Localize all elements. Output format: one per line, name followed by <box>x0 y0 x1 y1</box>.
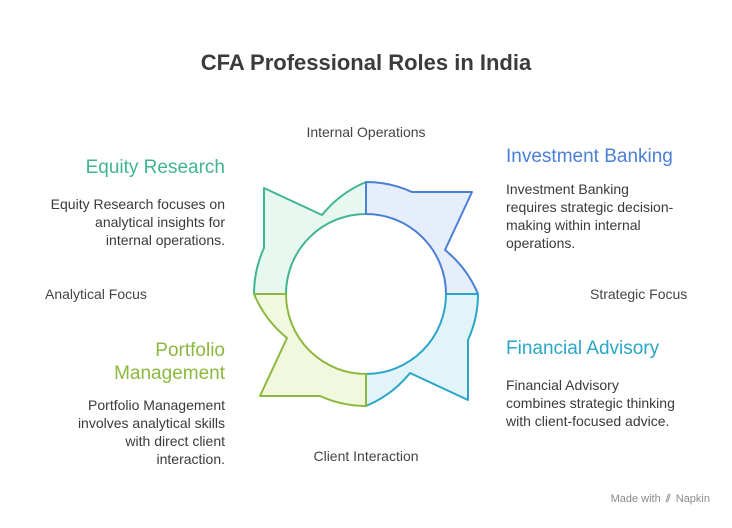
financial-advisory-segment <box>365 293 479 407</box>
description-line: internal operations. <box>105 232 225 248</box>
footer-text: Made with <box>610 493 661 505</box>
description-line: analytical insights for <box>95 214 225 230</box>
heading-line: Portfolio <box>155 340 225 361</box>
investment-banking-heading: Investment Banking <box>506 146 673 167</box>
axis-label-top: Internal Operations <box>306 124 426 140</box>
footer-brand: Napkin <box>675 493 710 505</box>
made-with-napkin-badge[interactable]: Made with ⫽ Napkin <box>611 493 710 506</box>
page-title: CFA Professional Roles in India <box>200 50 532 75</box>
napkin-logo-icon: ⫽ <box>665 493 671 505</box>
financial-advisory-description: Financial Advisory combines strategic th… <box>506 376 675 430</box>
investment-banking-description: Investment Banking requires strategic de… <box>506 180 673 252</box>
description-line: Portfolio Management <box>88 397 225 413</box>
description-line: Investment Banking <box>506 181 629 197</box>
axis-label-right: Strategic Focus <box>590 286 688 302</box>
portfolio-management-description: Portfolio Management involves analytical… <box>78 396 225 468</box>
heading-line: Management <box>114 363 225 384</box>
description-line: with client-focused advice. <box>506 413 670 429</box>
description-line: Equity Research focuses on <box>50 196 225 212</box>
portfolio-management-segment <box>253 293 367 407</box>
axis-label-left: Analytical Focus <box>45 286 147 302</box>
equity-research-heading: Equity Research <box>85 157 225 178</box>
description-line: making within internal <box>506 217 641 233</box>
description-line: with direct client <box>125 433 225 449</box>
description-line: requires strategic decision- <box>506 199 674 215</box>
financial-advisory-heading: Financial Advisory <box>506 338 660 359</box>
portfolio-management-heading: Portfolio Management <box>114 339 225 385</box>
equity-research-description: Equity Research focuses on analytical in… <box>51 195 225 249</box>
investment-banking-segment <box>365 181 479 295</box>
description-line: Financial Advisory <box>506 377 619 393</box>
description-line: involves analytical skills <box>77 415 225 431</box>
description-line: combines strategic thinking <box>506 395 675 411</box>
description-line: operations. <box>506 235 576 251</box>
description-line: interaction. <box>156 451 225 467</box>
axis-label-bottom: Client Interaction <box>313 448 419 464</box>
equity-research-segment <box>253 181 367 295</box>
